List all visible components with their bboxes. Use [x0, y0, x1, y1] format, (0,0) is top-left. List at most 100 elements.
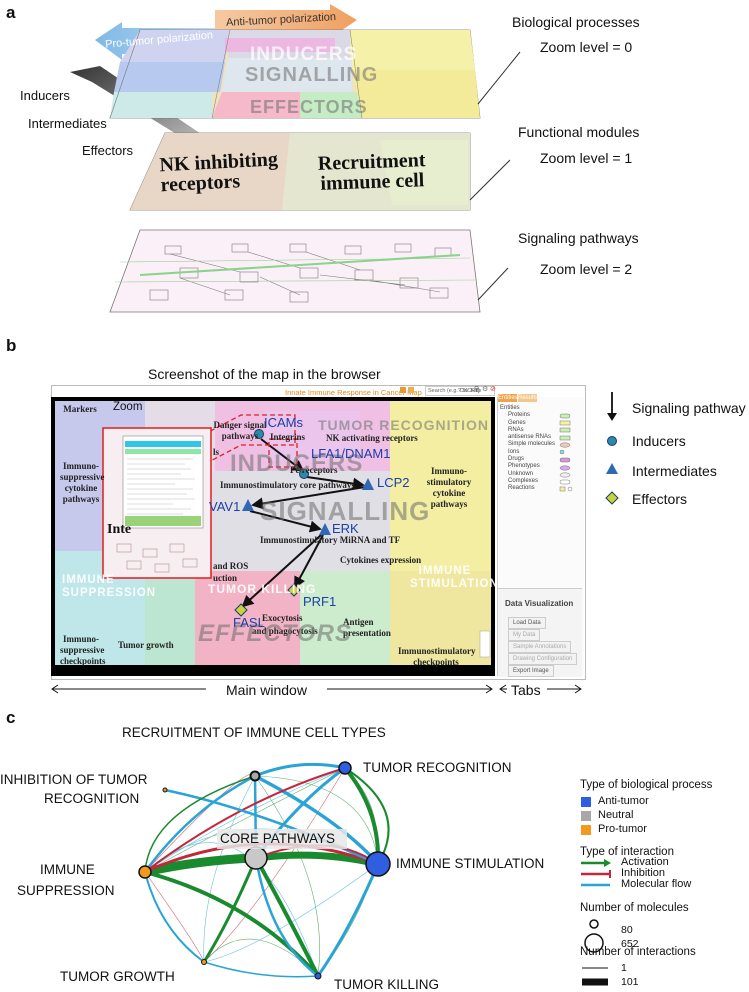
- legend-intermediates: Intermediates: [632, 463, 717, 479]
- data-vis-title: Data Visualization: [505, 599, 574, 608]
- leader-layer1: [469, 159, 511, 201]
- legend-anti-swatch: [581, 797, 591, 807]
- legend-inhibition: Inhibition: [621, 867, 666, 879]
- node-immune-suppression: [138, 865, 152, 879]
- module-ros: and ROS: [213, 561, 249, 571]
- label-inhibition-2: RECOGNITION: [44, 791, 140, 806]
- entity-glyphs: [559, 413, 573, 492]
- module-mirna: Immunostimulatory MiRNA and TF: [260, 535, 401, 545]
- tree-item[interactable]: Ions: [508, 448, 520, 455]
- label-immune-sup-1: IMMUNE: [40, 862, 95, 877]
- label-tumor-growth: TUMOR GROWTH: [60, 969, 175, 984]
- label-recruitment: RECRUITMENT OF IMMUNE CELL TYPES: [122, 725, 386, 740]
- tree-item[interactable]: RNAs: [508, 426, 524, 433]
- panel-c-letter: c: [6, 708, 16, 727]
- tree-item[interactable]: Complexes: [508, 477, 539, 484]
- help-text: ? for help: [458, 388, 481, 394]
- panel-a-letter: a: [6, 3, 16, 22]
- node-core: [244, 846, 268, 870]
- load-data-button[interactable]: Load Data: [508, 617, 546, 629]
- big-inducers: INDUCERS: [230, 450, 364, 477]
- tree-item[interactable]: Reactions: [508, 485, 535, 492]
- entity-tree: Entities Proteins Genes RNAs antisense R…: [500, 405, 580, 493]
- tree-item[interactable]: Unknown: [508, 470, 534, 477]
- legend-pro-swatch: [581, 825, 591, 835]
- edge-core-stim: [252, 851, 382, 868]
- label-tumor-killing: TUMOR KILLING: [334, 977, 440, 992]
- legend-molecules-title: Number of molecules: [580, 902, 689, 914]
- edge-stim-killing: [316, 862, 380, 978]
- layer1-title: Functional modules: [518, 124, 640, 140]
- node-vav1: [242, 499, 254, 511]
- tab-results[interactable]: Results: [518, 394, 539, 402]
- zoom-controls: [479, 630, 491, 658]
- tree-item[interactable]: Drugs: [508, 456, 525, 463]
- layer2-plane: [109, 229, 481, 313]
- sample-annotations-button[interactable]: Sample Annotations: [508, 641, 572, 653]
- label-prf1: PRF1: [303, 594, 337, 609]
- side-effectors: Effectors: [82, 143, 134, 158]
- map-canvas[interactable]: [55, 401, 491, 665]
- node-erk: [319, 523, 331, 535]
- legend-pro: Pro-tumor: [598, 823, 647, 835]
- tree-item[interactable]: Simple molecules: [508, 441, 556, 448]
- legend-activation: Activation: [621, 856, 669, 868]
- module-immunostim-check: Immunostimulatory checkpoints: [398, 646, 476, 667]
- tree-item[interactable]: Phenotypes: [508, 463, 540, 470]
- node-recruitment: [249, 770, 261, 782]
- search-icon[interactable]: ⚲: [474, 386, 480, 393]
- arrow-vav1-erk: [249, 510, 322, 533]
- tree-item[interactable]: Entities: [500, 405, 520, 411]
- edge-recog-stim-outer: [344, 767, 390, 865]
- panel-b-legend-glyphs: [605, 392, 619, 505]
- edge-recruit-stim: [253, 774, 380, 866]
- module-phagocytosis: and phagocytosis: [252, 626, 318, 636]
- tree-item[interactable]: Proteins: [508, 412, 531, 419]
- module-ls: ls: [213, 447, 220, 457]
- label-vav1: VAV1: [209, 499, 241, 514]
- close-icon[interactable]: ⊘: [490, 386, 496, 393]
- legend-effectors: Effectors: [632, 491, 687, 507]
- tree-item[interactable]: antisense RNAs: [508, 434, 552, 441]
- zoom-connector: [202, 414, 296, 466]
- edge-killing-growth: [203, 961, 319, 978]
- node-tumor-recognition: [338, 761, 352, 775]
- big-tumor-recognition: TUMOR RECOGNITION: [318, 417, 489, 433]
- panel-a-layers: [70, 4, 521, 313]
- label-fasl: FASL: [233, 615, 265, 630]
- legend-interaction-lines: [581, 859, 611, 887]
- side-intermediates: Intermediates: [28, 116, 107, 131]
- arrow-lcp2-vav1: [251, 486, 366, 510]
- label-erk: ERK: [332, 521, 359, 536]
- arrow-erk-prf1: [294, 534, 324, 589]
- legend-inducers: Inducers: [632, 433, 686, 449]
- edge-core-sup: [140, 853, 261, 877]
- arrow-erk-fasl: [241, 534, 322, 608]
- label-lcp2: LCP2: [377, 475, 410, 490]
- node-tumor-killing: [314, 972, 322, 980]
- big-signalling: SIGNALLING: [260, 496, 431, 526]
- drawing-config-button[interactable]: Drawing Configuration: [508, 653, 578, 665]
- module-integrins: Integrins: [270, 432, 306, 442]
- search-input[interactable]: Search (e.g. CXCR1): [425, 386, 495, 396]
- tab-entities[interactable]: Entities: [498, 394, 518, 402]
- edge-sup-growth: [144, 871, 205, 963]
- settings-icon[interactable]: ⚙: [482, 386, 489, 393]
- leader-layer0: [477, 51, 521, 105]
- layer0-word-effectors: EFFECTORS: [250, 97, 368, 117]
- edge-core-killing-blue: [254, 856, 320, 978]
- layer1-recruitment-text: Recruitment immune cell: [317, 149, 426, 195]
- label-inhibition-1: INHIBITION OF TUMOR: [0, 772, 148, 787]
- tabs-label: Tabs: [511, 682, 541, 698]
- main-window-label: Main window: [226, 682, 307, 698]
- big-immune-suppression: IMMUNE SUPPRESSION: [62, 574, 157, 599]
- tree-item[interactable]: Genes: [508, 419, 526, 426]
- search-placeholder: Search (e.g. CXCR1): [428, 388, 480, 394]
- label-icams: ICAMs: [264, 415, 303, 430]
- my-data-button[interactable]: My Data: [508, 629, 541, 641]
- label-core: CORE PATHWAYS: [220, 831, 336, 846]
- export-image-button[interactable]: Export Image: [508, 665, 554, 677]
- layer2-zoom: Zoom level = 2: [540, 261, 633, 277]
- module-antigen: Antigen presentation: [343, 617, 391, 638]
- legend-int-small: 1: [621, 962, 627, 974]
